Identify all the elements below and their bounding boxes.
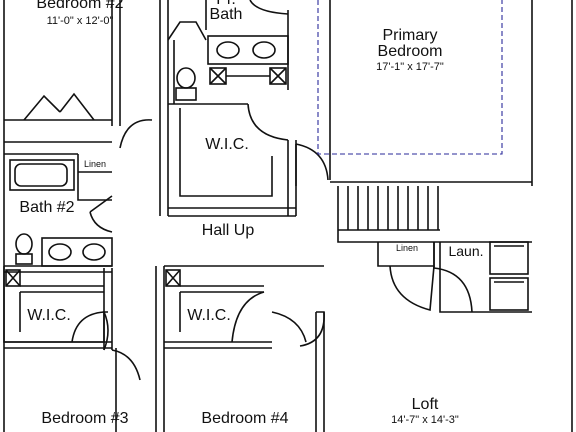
door-swing-bath2 xyxy=(89,195,113,233)
bedroom2-label: Bedroom #2 xyxy=(36,0,124,12)
primary-bath-label: Bath xyxy=(209,6,243,23)
wall-linen-left xyxy=(4,153,112,201)
wall-wic-bottom xyxy=(168,207,296,217)
door-swing-bed4-a xyxy=(271,311,307,343)
door-swing-prbath-top xyxy=(249,0,289,15)
door-swing-wic-left xyxy=(71,311,105,343)
primary-bedroom-label-1: Primary xyxy=(382,27,438,44)
wic-left-label: W.I.C. xyxy=(27,307,71,324)
wall-prbath-left xyxy=(159,0,169,216)
wic-mid-label: W.I.C. xyxy=(187,307,231,324)
pr-vanity xyxy=(207,35,289,65)
wic-primary-label: W.I.C. xyxy=(205,136,249,153)
wall-bedroom2-right xyxy=(111,0,121,126)
door-swing-laundry xyxy=(433,267,473,313)
loft-dims: 14'-7" x 14'-3" xyxy=(391,414,459,426)
washer xyxy=(489,241,529,275)
wall-laundry xyxy=(433,242,532,313)
door-swing-primary xyxy=(295,143,329,186)
wall-wic-right xyxy=(287,140,297,216)
door-swing-wic-mid xyxy=(231,291,265,343)
door-swing-bed4-b xyxy=(299,311,325,347)
bedroom2-dims: 11'-0" x 12'-0" xyxy=(46,15,114,27)
pr-toilet xyxy=(176,67,196,89)
closet-doors xyxy=(23,92,95,121)
bath2-vanity xyxy=(41,237,113,267)
bedroom3-label: Bedroom #3 xyxy=(41,410,129,427)
door-swing-bed2 xyxy=(119,119,153,149)
primary-bedroom-label-2: Bedroom xyxy=(377,43,443,60)
bath2-toilet xyxy=(15,233,33,255)
primary-bath-label-top: Pr. xyxy=(196,0,256,9)
wall-wic-inner xyxy=(179,108,273,197)
bath2-label: Bath #2 xyxy=(19,199,75,216)
wall-bed4-left xyxy=(155,266,165,432)
door-swing-prwic xyxy=(247,103,289,141)
door-swing-wic-low xyxy=(102,311,109,351)
hall-label: Hall Up xyxy=(201,222,255,239)
wall-bed4-right xyxy=(315,312,325,432)
door-swing-bed3 xyxy=(111,349,141,381)
loft-label: Loft xyxy=(411,396,439,413)
primary-bedroom-dims: 17'-1" x 17'-7" xyxy=(376,61,444,73)
pr-shower xyxy=(167,21,207,41)
bedroom4-label: Bedroom #4 xyxy=(201,410,289,427)
bathtub xyxy=(9,159,75,191)
stairs xyxy=(337,186,532,243)
door-swing-linen-mid xyxy=(389,265,435,312)
linen-mid-label: Linen xyxy=(395,243,419,253)
wall-lower-top xyxy=(3,266,105,343)
tray-ceiling xyxy=(317,0,503,155)
laundry-label: Laun. xyxy=(448,243,484,259)
dryer xyxy=(489,277,529,311)
wall-wic-left-right xyxy=(103,268,113,350)
linen-top-label: Linen xyxy=(83,159,107,169)
wall-bedroom2-bottom xyxy=(4,119,112,143)
